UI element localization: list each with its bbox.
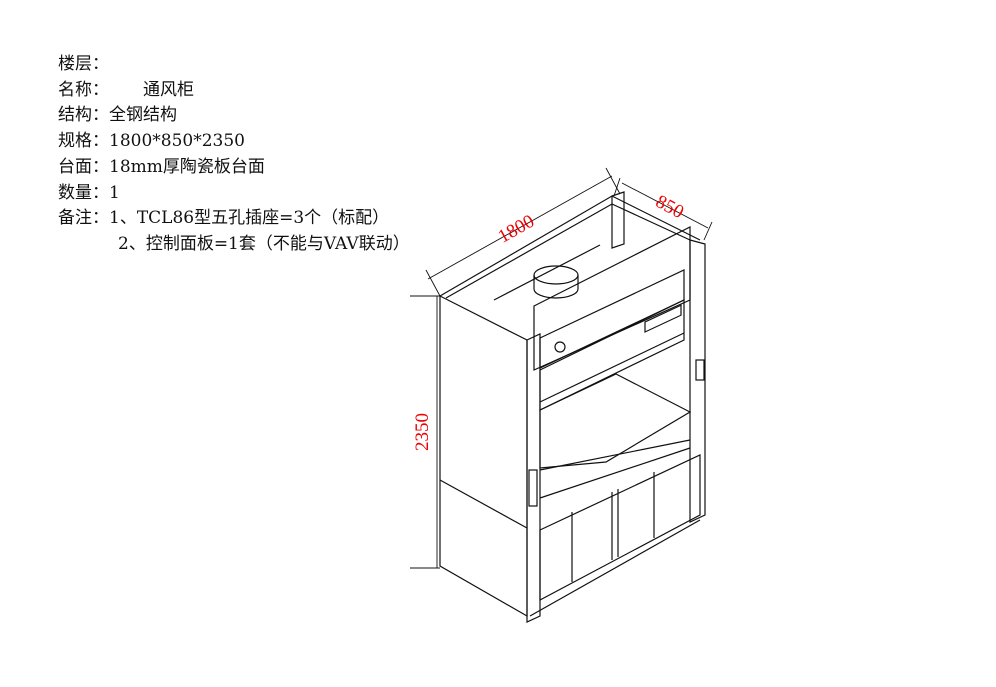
dimension-lines [410,167,713,569]
notes-row: 备注：1、TCL86型五孔插座=3个（标配） [58,206,410,232]
name-value: 通风柜 [143,79,194,100]
size-row: 规格：1800*850*2350 [58,129,410,155]
qty-value: 1 [109,182,120,203]
size-label: 规格： [58,131,109,152]
name-label: 名称： [58,79,109,100]
structure-value: 全钢结构 [109,105,177,126]
structure-row: 结构：全钢结构 [58,103,410,129]
note-2: 2、控制面板=1套（不能与VAV联动） [118,233,410,254]
hood-body [439,191,706,623]
size-value: 1800*850*2350 [109,131,245,152]
floor-label: 楼层： [58,54,109,74]
top-row: 台面：18mm厚陶瓷板台面 [58,155,410,181]
notes-label: 备注： [58,208,109,229]
qty-label: 数量： [58,182,109,203]
floor-row: 楼层： [58,52,410,78]
control-panel [644,304,682,333]
height-dimension: 2350 [412,413,433,451]
name-row: 名称： 通风柜 [58,78,410,104]
structure-label: 结构： [58,105,109,126]
width-dimension: 1800 [495,211,538,248]
note-1: 1、TCL86型五孔插座=3个（标配） [109,208,390,229]
spec-block: 楼层： 名称：通风柜 结构：全钢结构 规格：1800*850*2350 台面：1… [58,52,410,258]
qty-row: 数量：1 [58,181,410,207]
notes-row-2: 2、控制面板=1套（不能与VAV联动） [58,232,410,258]
top-label: 台面： [58,156,109,177]
top-value: 18mm厚陶瓷板台面 [109,156,265,177]
